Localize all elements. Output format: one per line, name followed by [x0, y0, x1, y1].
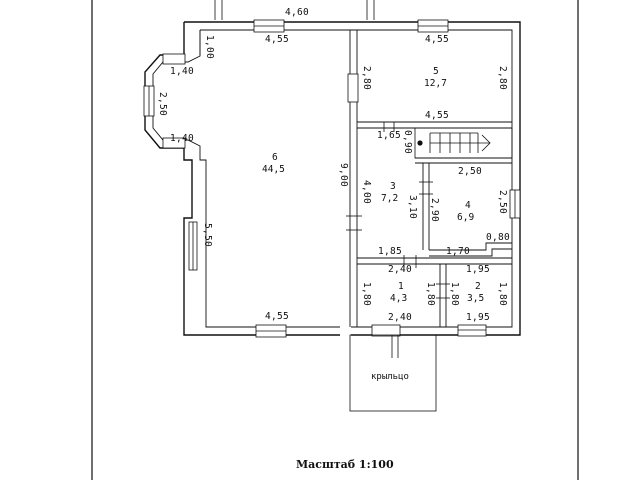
dim-room6-bottom: 4,55	[265, 311, 289, 322]
dim-room2-bottom: 1,95	[466, 312, 490, 323]
porch	[349, 334, 437, 412]
labels: крыльцо 6 44,5 5 12,7 3 7,2 4 6,9 1 4,3 …	[157, 7, 510, 471]
dim-bay-bottom: 1,40	[170, 133, 194, 144]
room-3-area: 7,2	[381, 193, 398, 204]
room-5-area: 12,7	[424, 78, 447, 89]
windows	[143, 19, 521, 338]
dim-room4-right: 2,50	[497, 190, 508, 214]
room-4-number: 4	[465, 200, 471, 211]
dim-room6-left-lower: 5,50	[202, 223, 213, 247]
outer-walls	[144, 21, 521, 336]
dim-room2-right: 1,80	[497, 282, 508, 306]
dim-room6-height: 9,00	[338, 163, 349, 187]
dim-room3-height: 4,00	[361, 180, 372, 204]
dim-room1-top: 2,40	[388, 264, 412, 275]
room-4-area: 6,9	[457, 212, 474, 223]
room-5-number: 5	[433, 66, 439, 77]
partitions	[349, 30, 512, 327]
dim-bay-diag: 1,00	[204, 35, 215, 59]
dim-room4-notch: 0,80	[486, 232, 510, 243]
dim-room4-left: 2,90	[429, 198, 440, 222]
dim-room6-top: 4,55	[265, 34, 289, 45]
room-3-number: 3	[390, 181, 396, 192]
dim-room5-left: 2,80	[361, 66, 372, 90]
room-2-area: 3,5	[467, 293, 484, 304]
dim-stair-height: 0,90	[402, 130, 413, 154]
dim-room2-left: 1,80	[449, 282, 460, 306]
dim-room1-right: 1,80	[425, 282, 436, 306]
dim-room2-top: 1,95	[466, 264, 490, 275]
room-1-number: 1	[398, 281, 404, 292]
dim-top-overall: 4,60	[285, 7, 309, 18]
staircase	[414, 127, 513, 159]
room-2-number: 2	[475, 281, 481, 292]
dim-room1-bottom: 2,40	[388, 312, 412, 323]
scale-label: Масштаб 1:100	[296, 458, 394, 471]
dim-bay-top: 1,40	[170, 66, 194, 77]
room-6-number: 6	[272, 152, 278, 163]
room-6-area: 44,5	[262, 164, 285, 175]
dim-room3-bottom: 1,85	[378, 246, 402, 257]
stair-start-dot	[417, 140, 423, 146]
doors	[214, 0, 450, 299]
dim-stair-width: 1,65	[377, 130, 401, 141]
dim-room4-top: 2,50	[458, 166, 482, 177]
room-1-area: 4,3	[390, 293, 407, 304]
dim-room1-left: 1,80	[361, 282, 372, 306]
dim-room3-inner: 3,10	[407, 195, 418, 219]
porch-label: крыльцо	[371, 372, 409, 382]
dim-bay-front: 2,50	[157, 92, 168, 116]
dim-room5-bottom: 4,55	[425, 110, 449, 121]
dim-room5-top: 4,55	[425, 34, 449, 45]
dim-room4-bottom: 1,70	[446, 246, 470, 257]
dim-room5-right: 2,80	[497, 66, 508, 90]
